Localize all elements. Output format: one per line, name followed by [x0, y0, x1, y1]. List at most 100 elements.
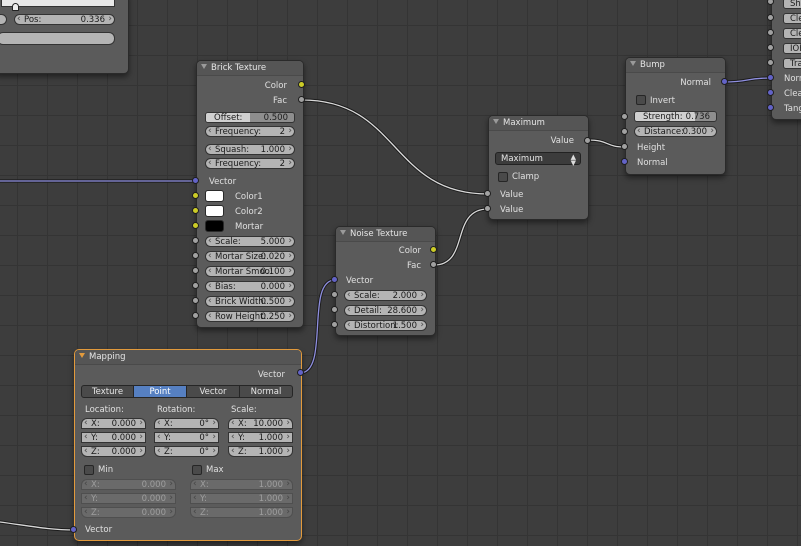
collapse-icon[interactable] — [340, 230, 346, 235]
noise-distortion-field[interactable]: Distortion: 1.500 — [344, 320, 427, 331]
tab-point[interactable]: Point — [133, 385, 187, 398]
rotation-x-field[interactable]: X:0° — [154, 418, 219, 429]
maximum-value-output-socket[interactable] — [584, 137, 591, 144]
rotation-y-field[interactable]: Y:0° — [154, 432, 219, 443]
brick-width-field[interactable]: Brick Width: 0.500 — [205, 296, 295, 307]
node-header[interactable]: Brick Texture — [197, 61, 303, 76]
scale-z-field[interactable]: Z:1.000 — [228, 446, 293, 457]
tab-texture[interactable]: Texture — [81, 385, 134, 398]
scale-field[interactable]: Scale: 5.000 — [205, 236, 295, 247]
mapping-node[interactable]: Mapping Vector Texture Point Vector Norm… — [74, 349, 302, 541]
brick-scale-input-socket[interactable] — [192, 237, 199, 244]
shader-node-partial[interactable]: Sh Cle Cle IOR Tra Norm Clea Tang — [771, 0, 801, 120]
scale-x-field[interactable]: X:10.000 — [228, 418, 293, 429]
tab-normal[interactable]: Normal — [239, 385, 293, 398]
min-checkbox[interactable] — [84, 465, 94, 475]
brick-bias-input-socket[interactable] — [192, 282, 199, 289]
mapping-vector-input-socket[interactable] — [70, 526, 77, 533]
color-stop-marker[interactable] — [12, 3, 19, 11]
mapping-vector-output-socket[interactable] — [297, 369, 304, 376]
row-height-field[interactable]: Row Height: 0.250 — [205, 311, 295, 322]
bump-height-input-socket[interactable] — [621, 143, 628, 150]
brick-width-input-socket[interactable] — [192, 297, 199, 304]
brick-color1-input-socket[interactable] — [192, 192, 199, 199]
noise-scale-input-socket[interactable] — [331, 291, 338, 298]
field-sheen[interactable]: Sh — [783, 0, 801, 9]
squash-frequency-field[interactable]: Frequency: 2 — [205, 158, 295, 169]
brick-fac-output-socket[interactable] — [298, 96, 305, 103]
color-ramp-node[interactable]: Pos: 0.336 — [0, 0, 129, 74]
field-transmission[interactable]: Tra — [783, 58, 801, 69]
location-z-field[interactable]: Z:0.000 — [81, 446, 146, 457]
invert-checkbox[interactable] — [636, 95, 646, 105]
color-field[interactable] — [0, 32, 115, 45]
node-header[interactable]: Noise Texture — [336, 227, 435, 242]
min-z-field: Z:0.000 — [81, 507, 176, 518]
shader-tangent-input-socket[interactable] — [767, 104, 774, 111]
position-field[interactable]: Pos: 0.336 — [14, 14, 115, 25]
collapse-icon[interactable] — [493, 119, 499, 124]
bump-node[interactable]: Bump Normal Invert Strength: 0.736 Dista… — [625, 57, 726, 175]
node-header[interactable]: Maximum — [489, 116, 588, 131]
collapse-icon[interactable] — [201, 64, 207, 69]
bias-field[interactable]: Bias: 0.000 — [205, 281, 295, 292]
rotation-z-field[interactable]: Z:0° — [154, 446, 219, 457]
frequency-field[interactable]: Frequency: 2 — [205, 126, 295, 137]
field-ior[interactable]: IOR — [783, 43, 801, 54]
noise-texture-node[interactable]: Noise Texture Color Fac Vector Scale: 2.… — [335, 226, 436, 336]
math-maximum-node[interactable]: Maximum Value Maximum ▲▼ Clamp Value Val… — [488, 115, 589, 220]
bump-strength-input-socket[interactable] — [621, 113, 628, 120]
brick-vector-input-socket[interactable] — [192, 177, 199, 184]
shader-normal-input-socket[interactable] — [767, 74, 774, 81]
maximum-value2-input-socket[interactable] — [484, 205, 491, 212]
field-clearcoat-roughness[interactable]: Cle — [783, 28, 801, 39]
mortar-smooth-field[interactable]: Mortar Smoo: 0.100 — [205, 266, 295, 277]
noise-detail-input-socket[interactable] — [331, 306, 338, 313]
noise-fac-output-socket[interactable] — [430, 261, 437, 268]
strength-slider[interactable]: Strength: 0.736 — [634, 111, 717, 122]
bump-normal-output-socket[interactable] — [721, 78, 728, 85]
offset-slider[interactable]: Offset: 0.500 — [205, 112, 295, 123]
distance-field[interactable]: Distance: 0.300 — [634, 126, 717, 137]
brick-color2-input-socket[interactable] — [192, 207, 199, 214]
location-x-field[interactable]: X:0.000 — [81, 418, 146, 429]
squash-field[interactable]: Squash: 1.000 — [205, 144, 295, 155]
color-ramp-bar[interactable] — [1, 0, 115, 7]
noise-scale-field[interactable]: Scale: 2.000 — [344, 290, 427, 301]
shader-clearcoat-normal-input-socket[interactable] — [767, 89, 774, 96]
mortar-size-field[interactable]: Mortar Size: 0.020 — [205, 251, 295, 262]
maximum-value1-input-socket[interactable] — [484, 190, 491, 197]
scale-y-field[interactable]: Y:1.000 — [228, 432, 293, 443]
field-clearcoat[interactable]: Cle — [783, 13, 801, 24]
noise-distortion-input-socket[interactable] — [331, 321, 338, 328]
noise-detail-field[interactable]: Detail: 28.600 — [344, 305, 427, 316]
brick-row-height-input-socket[interactable] — [192, 312, 199, 319]
noise-color-output-socket[interactable] — [430, 246, 437, 253]
bump-normal-input-socket[interactable] — [621, 158, 628, 165]
location-y-field[interactable]: Y:0.000 — [81, 432, 146, 443]
color1-swatch[interactable] — [205, 190, 224, 202]
brick-mortar-size-input-socket[interactable] — [192, 252, 199, 259]
shader-ior-input-socket[interactable] — [767, 44, 774, 51]
brick-color-output-socket[interactable] — [298, 81, 305, 88]
tab-vector[interactable]: Vector — [186, 385, 240, 398]
color2-swatch[interactable] — [205, 205, 224, 217]
noise-vector-input-socket[interactable] — [331, 276, 338, 283]
mortar-swatch[interactable] — [205, 220, 224, 232]
bump-distance-input-socket[interactable] — [621, 128, 628, 135]
shader-transmission-input-socket[interactable] — [767, 59, 774, 66]
max-checkbox[interactable] — [192, 465, 202, 475]
collapse-icon[interactable] — [630, 61, 636, 66]
shader-clearcoat-input-socket[interactable] — [767, 14, 774, 21]
node-header[interactable]: Bump — [626, 58, 725, 73]
shader-sheen-input-socket[interactable] — [767, 0, 774, 5]
node-header[interactable]: Mapping — [75, 350, 301, 365]
collapse-icon[interactable] — [79, 353, 85, 358]
operation-dropdown[interactable]: Maximum ▲▼ — [495, 152, 581, 167]
brick-mortar-input-socket[interactable] — [192, 222, 199, 229]
brick-mortar-smooth-input-socket[interactable] — [192, 267, 199, 274]
brick-texture-node[interactable]: Brick Texture Color Fac Offset: 0.500 Fr… — [196, 60, 304, 328]
shader-clearcoat-roughness-input-socket[interactable] — [767, 29, 774, 36]
clamp-checkbox[interactable] — [498, 172, 508, 182]
stop-index-field[interactable] — [0, 14, 7, 25]
